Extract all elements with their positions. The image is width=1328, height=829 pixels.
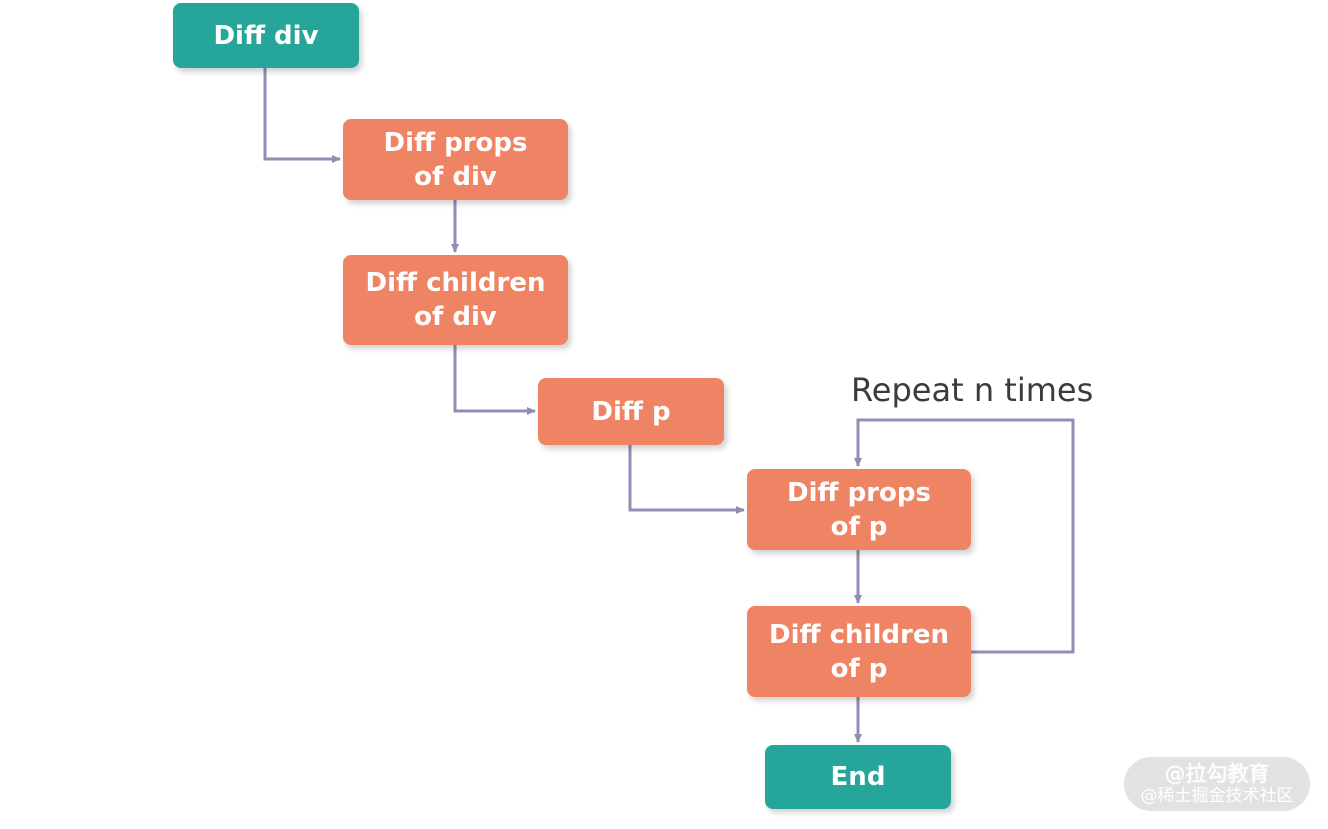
repeat-annotation: Repeat n times — [851, 371, 1094, 409]
node-diff-div: Diff div — [173, 3, 359, 68]
node-diff-p: Diff p — [538, 378, 724, 445]
connector-children-div-to-diff-p — [453, 345, 536, 415]
node-diff-children-of-div: Diff children of div — [343, 255, 568, 345]
connector-diff-p-to-props-p — [628, 445, 745, 514]
watermark-bottom-text: @稀土掘金技术社区 — [1140, 786, 1294, 806]
node-diff-props-of-div: Diff props of div — [343, 119, 568, 200]
node-end: End — [765, 745, 951, 809]
watermark-badge: @拉勾教育 @稀土掘金技术社区 — [1124, 757, 1310, 811]
node-diff-children-of-p: Diff children of p — [747, 606, 971, 697]
node-diff-props-of-p: Diff props of p — [747, 469, 971, 550]
connector-repeat-loop — [854, 418, 1075, 654]
watermark-top-text: @拉勾教育 — [1164, 762, 1270, 786]
connector-div-to-props-div — [263, 68, 341, 163]
